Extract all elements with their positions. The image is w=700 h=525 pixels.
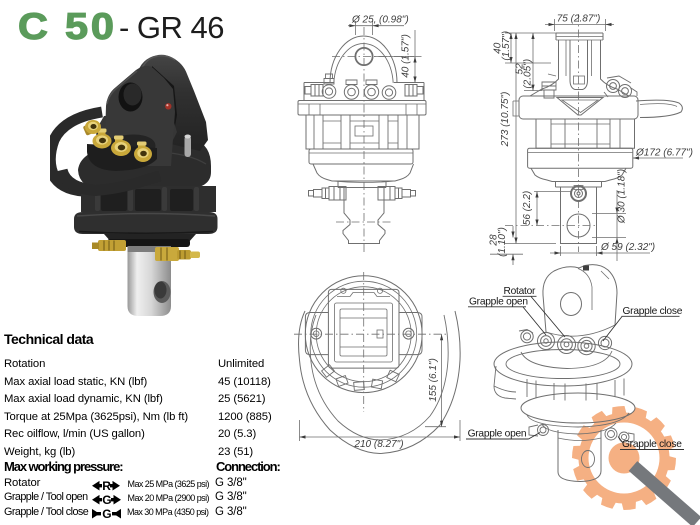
svg-text:Grapple open: Grapple open [468, 429, 527, 440]
svg-text:Ø 25,: Ø 25, [351, 15, 376, 26]
svg-text:G: G [102, 494, 111, 506]
svg-text:(0.98"): (0.98") [379, 15, 409, 26]
svg-text:(1.10"): (1.10") [497, 227, 508, 257]
svg-text:155 (6.1"): 155 (6.1") [428, 358, 439, 402]
svg-text:(2.05"): (2.05") [523, 59, 534, 89]
svg-text:52: 52 [515, 63, 526, 75]
svg-text:Ø 59 (2.32"): Ø 59 (2.32") [600, 242, 655, 253]
svg-text:Grapple close: Grapple close [623, 306, 683, 317]
svg-text:56 (2.2): 56 (2.2) [522, 191, 533, 225]
svg-text:G: G [102, 508, 111, 520]
svg-text:Ø172 (6.77"): Ø172 (6.77") [635, 148, 693, 159]
svg-text:40 (1.57"): 40 (1.57") [401, 34, 412, 78]
svg-text:40: 40 [493, 42, 504, 54]
svg-text:273 (10.75"): 273 (10.75") [500, 92, 511, 148]
svg-text:Grapple open: Grapple open [469, 296, 528, 307]
svg-text:210 (8.27"): 210 (8.27") [353, 439, 403, 450]
svg-text:(1.57"): (1.57") [501, 31, 512, 61]
svg-text:28: 28 [489, 234, 500, 247]
svg-text:75 (2.87"): 75 (2.87") [557, 14, 601, 25]
svg-text:R: R [102, 480, 111, 492]
svg-text:Rotator: Rotator [504, 286, 537, 297]
svg-text:Grapple close: Grapple close [622, 439, 682, 450]
svg-text:Ø 30 (1.18"): Ø 30 (1.18") [617, 169, 628, 224]
